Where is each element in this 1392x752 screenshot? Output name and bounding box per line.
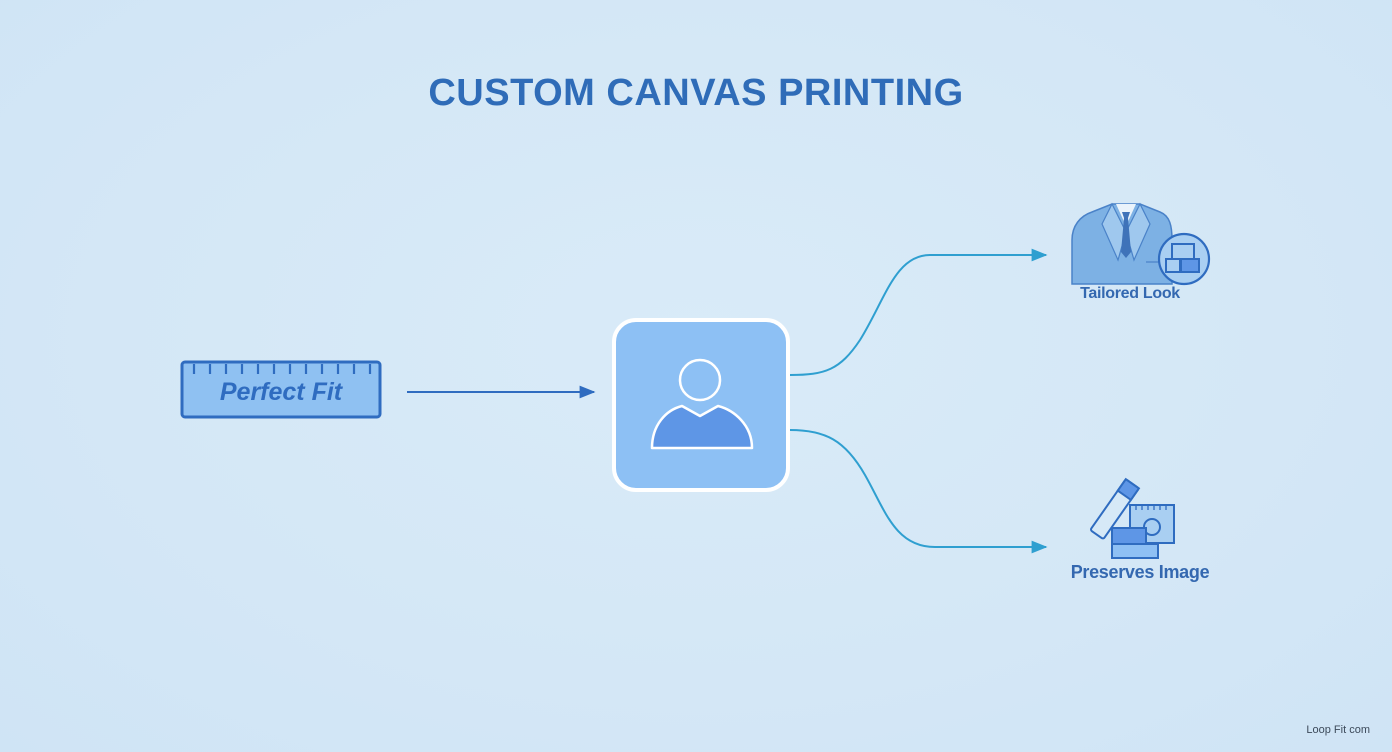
preserves-image-label: Preserves Image [1070, 562, 1210, 582]
connector-arrow-tailored [789, 248, 1048, 376]
suit-jacket-icon [1071, 202, 1211, 286]
ruler-icon [180, 360, 382, 419]
paint-brush-canvas-icon [1090, 477, 1175, 559]
perfect-fit-label: Perfect Fit [219, 378, 343, 406]
page-title: CUSTOM CANVAS PRINTING [428, 72, 964, 114]
watermark-text: Loop Fit com [1306, 724, 1370, 736]
person-icon [650, 358, 754, 450]
connector-arrow-preserves [789, 429, 1048, 554]
center-person-node [612, 318, 790, 492]
tailored-look-label: Tailored Look [1080, 285, 1180, 302]
